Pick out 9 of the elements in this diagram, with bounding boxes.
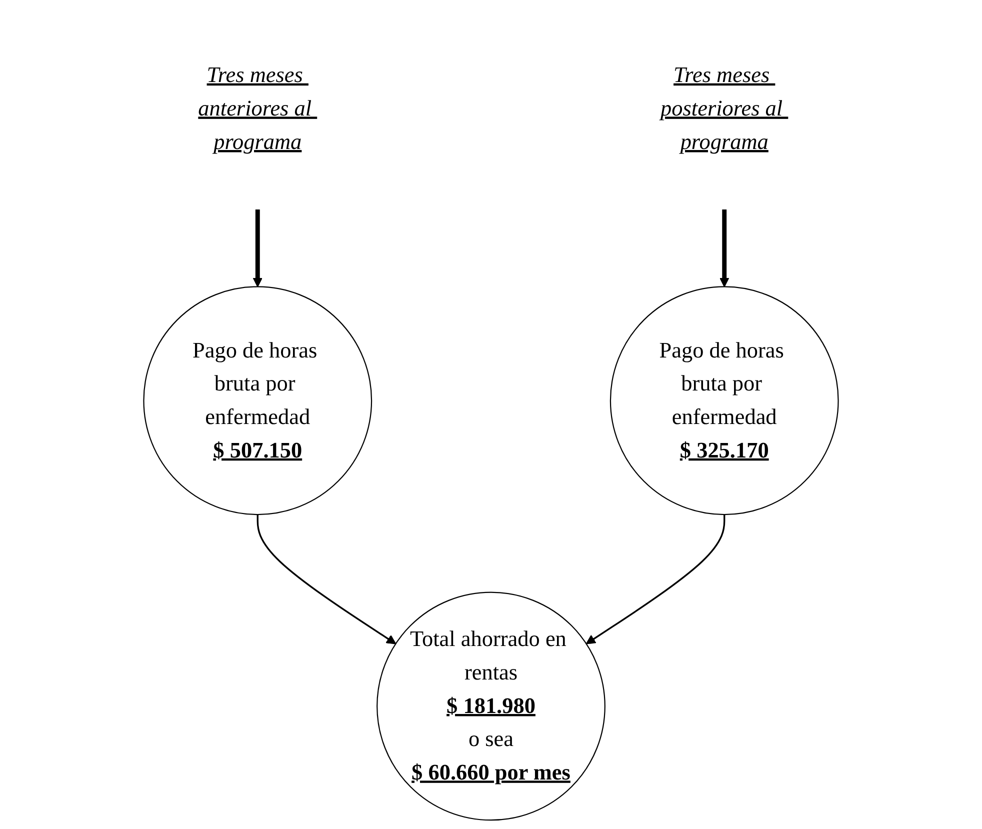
node-circle: Pago de horas bruta por enfermedad $ 325.170 [610,286,839,516]
node-text: Tres meses posteriores al programa [660,63,783,154]
arrow [719,208,730,288]
arrow [252,208,263,288]
arrow [256,514,396,644]
node-circle: Total ahorrado en rentas $ 181.980 o sea $ 60.660 por mes [376,592,606,821]
node-circle: Pago de horas bruta por enfermedad $ 507.150 [143,286,372,516]
arrow [586,514,726,644]
node-text: Tres meses anteriores al programa [198,63,312,154]
